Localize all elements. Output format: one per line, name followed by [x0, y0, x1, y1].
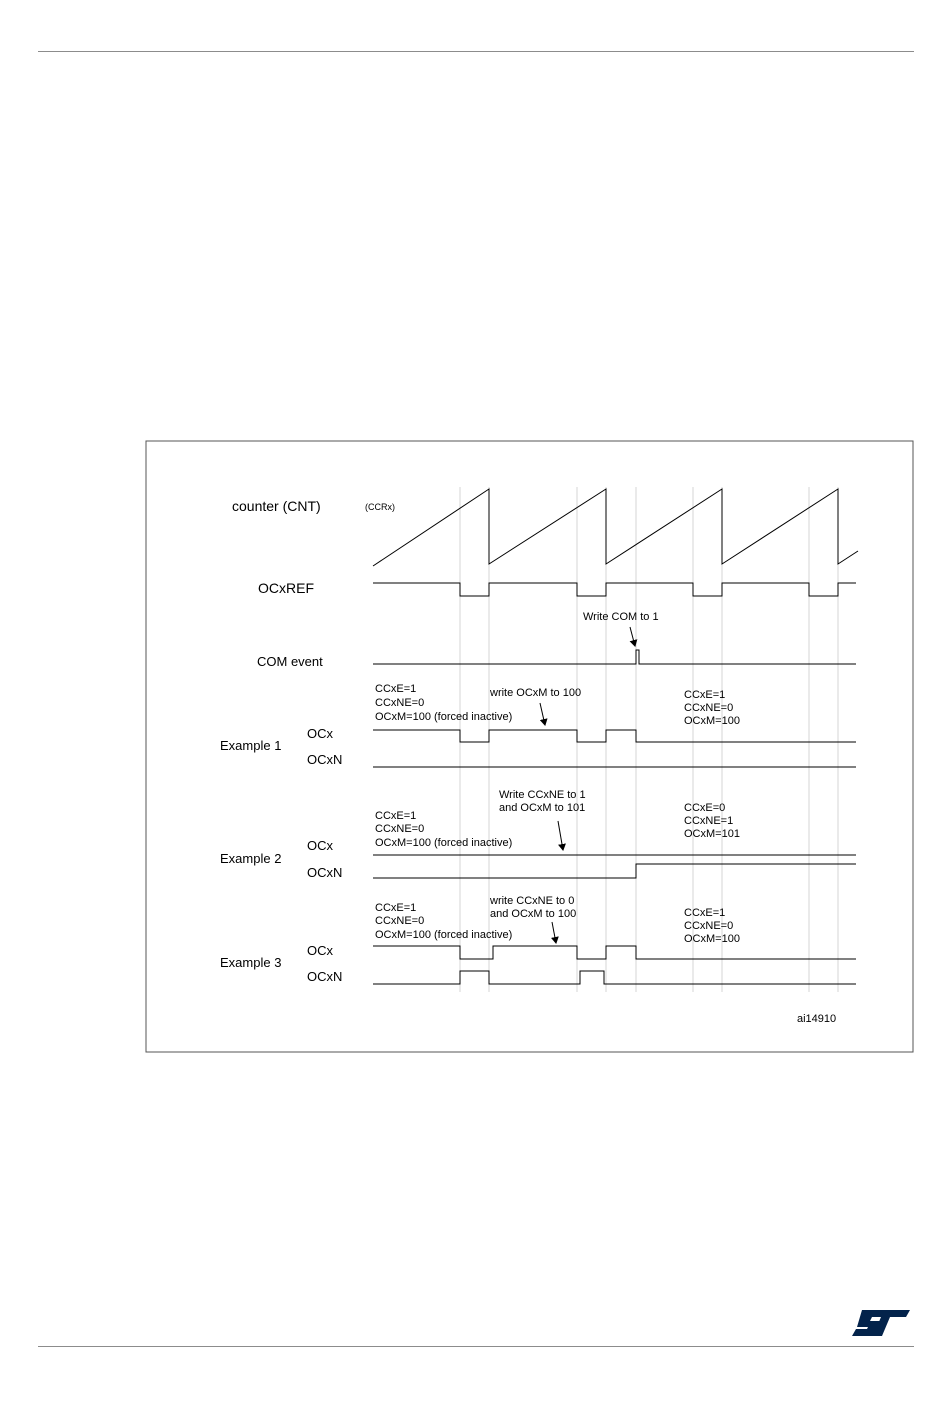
example3-write-arrow — [550, 921, 559, 944]
example2-after-line: CCxNE=1 — [684, 815, 733, 827]
write-com-note: Write COM to 1 — [583, 611, 659, 623]
example3-after-line: CCxE=1 — [684, 907, 725, 919]
counter-label: counter (CNT) — [232, 498, 321, 514]
example1-before-line: CCxE=1 — [375, 683, 416, 695]
example2-write-note: and OCxM to 101 — [499, 802, 585, 814]
example2-ocxn-label: OCxN — [307, 865, 342, 880]
example2-label: Example 2 — [220, 851, 281, 866]
ccrx-label: (CCRx) — [365, 502, 395, 512]
example3-ocx-label: OCx — [307, 943, 334, 958]
example1-after-line: CCxNE=0 — [684, 702, 733, 714]
ocxref-waveform — [373, 582, 856, 597]
example1-ocx-waveform — [373, 729, 856, 743]
example3-before-line: OCxM=100 (forced inactive) — [375, 929, 512, 941]
example2-ocx-label: OCx — [307, 838, 334, 853]
example3-label: Example 3 — [220, 955, 281, 970]
example1-label: Example 1 — [220, 738, 281, 753]
example3-ocxn-waveform — [373, 970, 856, 985]
example2-after-line: OCxM=101 — [684, 828, 740, 840]
example1-write-note: write OCxM to 100 — [489, 687, 581, 699]
example2-write-note: Write CCxNE to 1 — [499, 789, 586, 801]
example1-after-line: CCxE=1 — [684, 689, 725, 701]
example1-after-line: OCxM=100 — [684, 715, 740, 727]
example2-after-line: CCxE=0 — [684, 802, 725, 814]
com-event-label: COM event — [257, 654, 323, 669]
footer-rule — [38, 1346, 914, 1347]
ocxref-label: OCxREF — [258, 580, 314, 596]
example3-ocxn-label: OCxN — [307, 969, 342, 984]
example3-ocx-waveform — [373, 945, 856, 960]
figure-frame — [145, 440, 914, 1053]
example3-before-line: CCxE=1 — [375, 902, 416, 914]
figure-id: ai14910 — [797, 1013, 836, 1025]
example3-write-note: and OCxM to 100 — [490, 908, 576, 920]
example2-ocxn-waveform — [373, 863, 856, 879]
counter-waveform — [372, 488, 859, 567]
header-rule — [38, 51, 914, 52]
example3-after-line: CCxNE=0 — [684, 920, 733, 932]
example3-after-line: OCxM=100 — [684, 933, 740, 945]
example3-before-line: CCxNE=0 — [375, 915, 424, 927]
example2-before-line: OCxM=100 (forced inactive) — [375, 837, 512, 849]
example1-ocx-label: OCx — [307, 726, 334, 741]
example2-before-line: CCxE=1 — [375, 810, 416, 822]
example3-write-note: write CCxNE to 0 — [489, 895, 574, 907]
com-event-waveform — [373, 649, 856, 665]
write-com-arrow — [629, 626, 638, 647]
example1-ocxn-label: OCxN — [307, 752, 342, 767]
example1-before-line: OCxM=100 (forced inactive) — [375, 711, 512, 723]
example2-write-arrow — [557, 820, 566, 851]
example1-before-line: CCxNE=0 — [375, 697, 424, 709]
example1-write-arrow — [539, 702, 548, 726]
example2-before-line: CCxNE=0 — [375, 823, 424, 835]
st-logo — [852, 1310, 910, 1336]
